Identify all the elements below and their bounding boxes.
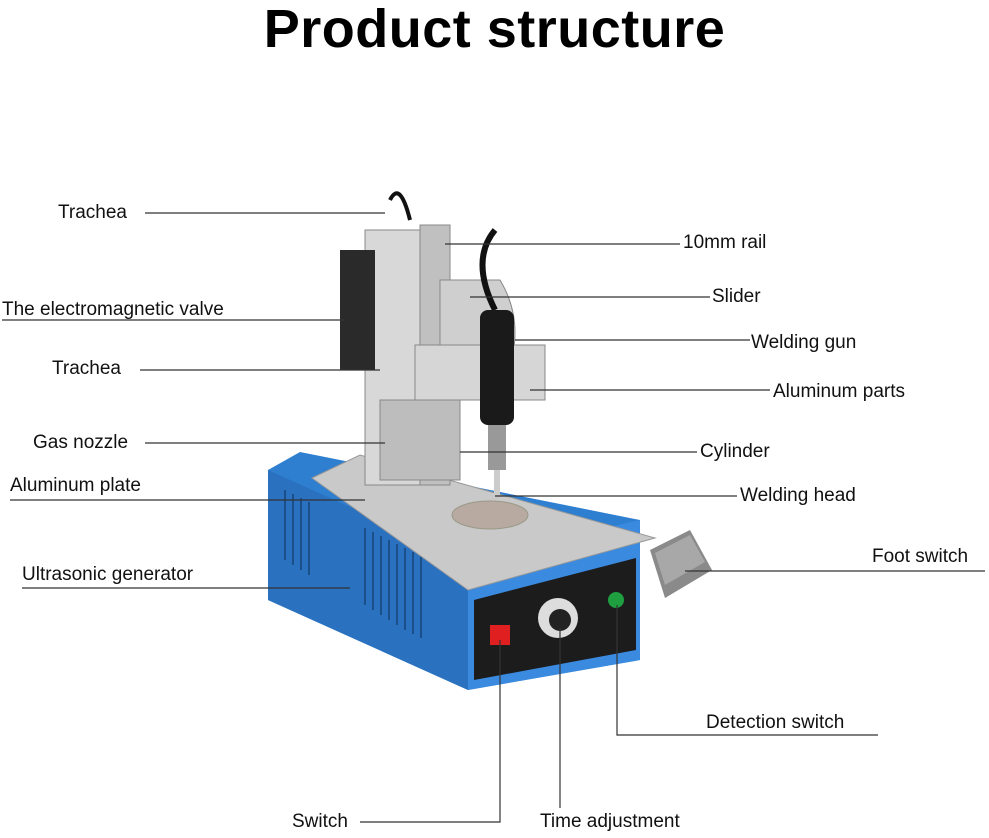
label-detection-switch: Detection switch — [706, 712, 845, 733]
label-aluminum-plate: Aluminum plate — [10, 475, 141, 496]
power-switch — [490, 625, 510, 645]
label-electromagnetic-valve: The electromagnetic valve — [2, 299, 224, 320]
label-trachea-top: Trachea — [58, 202, 127, 223]
time-knob — [549, 609, 571, 631]
label-slider: Slider — [712, 286, 761, 307]
label-welding-head: Welding head — [740, 485, 856, 506]
label-trachea-mid: Trachea — [52, 358, 121, 379]
label-aluminum-parts: Aluminum parts — [773, 381, 905, 402]
label-switch: Switch — [292, 811, 348, 832]
leader-lines — [2, 212, 985, 823]
detection-button — [608, 592, 624, 608]
label-gas-nozzle: Gas nozzle — [33, 432, 129, 453]
welding-gun-shape — [480, 310, 514, 425]
label-foot-switch: Foot switch — [872, 546, 969, 567]
label-cylinder: Cylinder — [700, 441, 770, 462]
label-time-adjustment: Time adjustment — [540, 811, 680, 832]
page-title: Product structure — [263, 0, 726, 59]
label-welding-gun: Welding gun — [751, 332, 857, 353]
label-ultrasonic-generator: Ultrasonic generator — [22, 564, 194, 585]
label-rail: 10mm rail — [683, 232, 767, 253]
